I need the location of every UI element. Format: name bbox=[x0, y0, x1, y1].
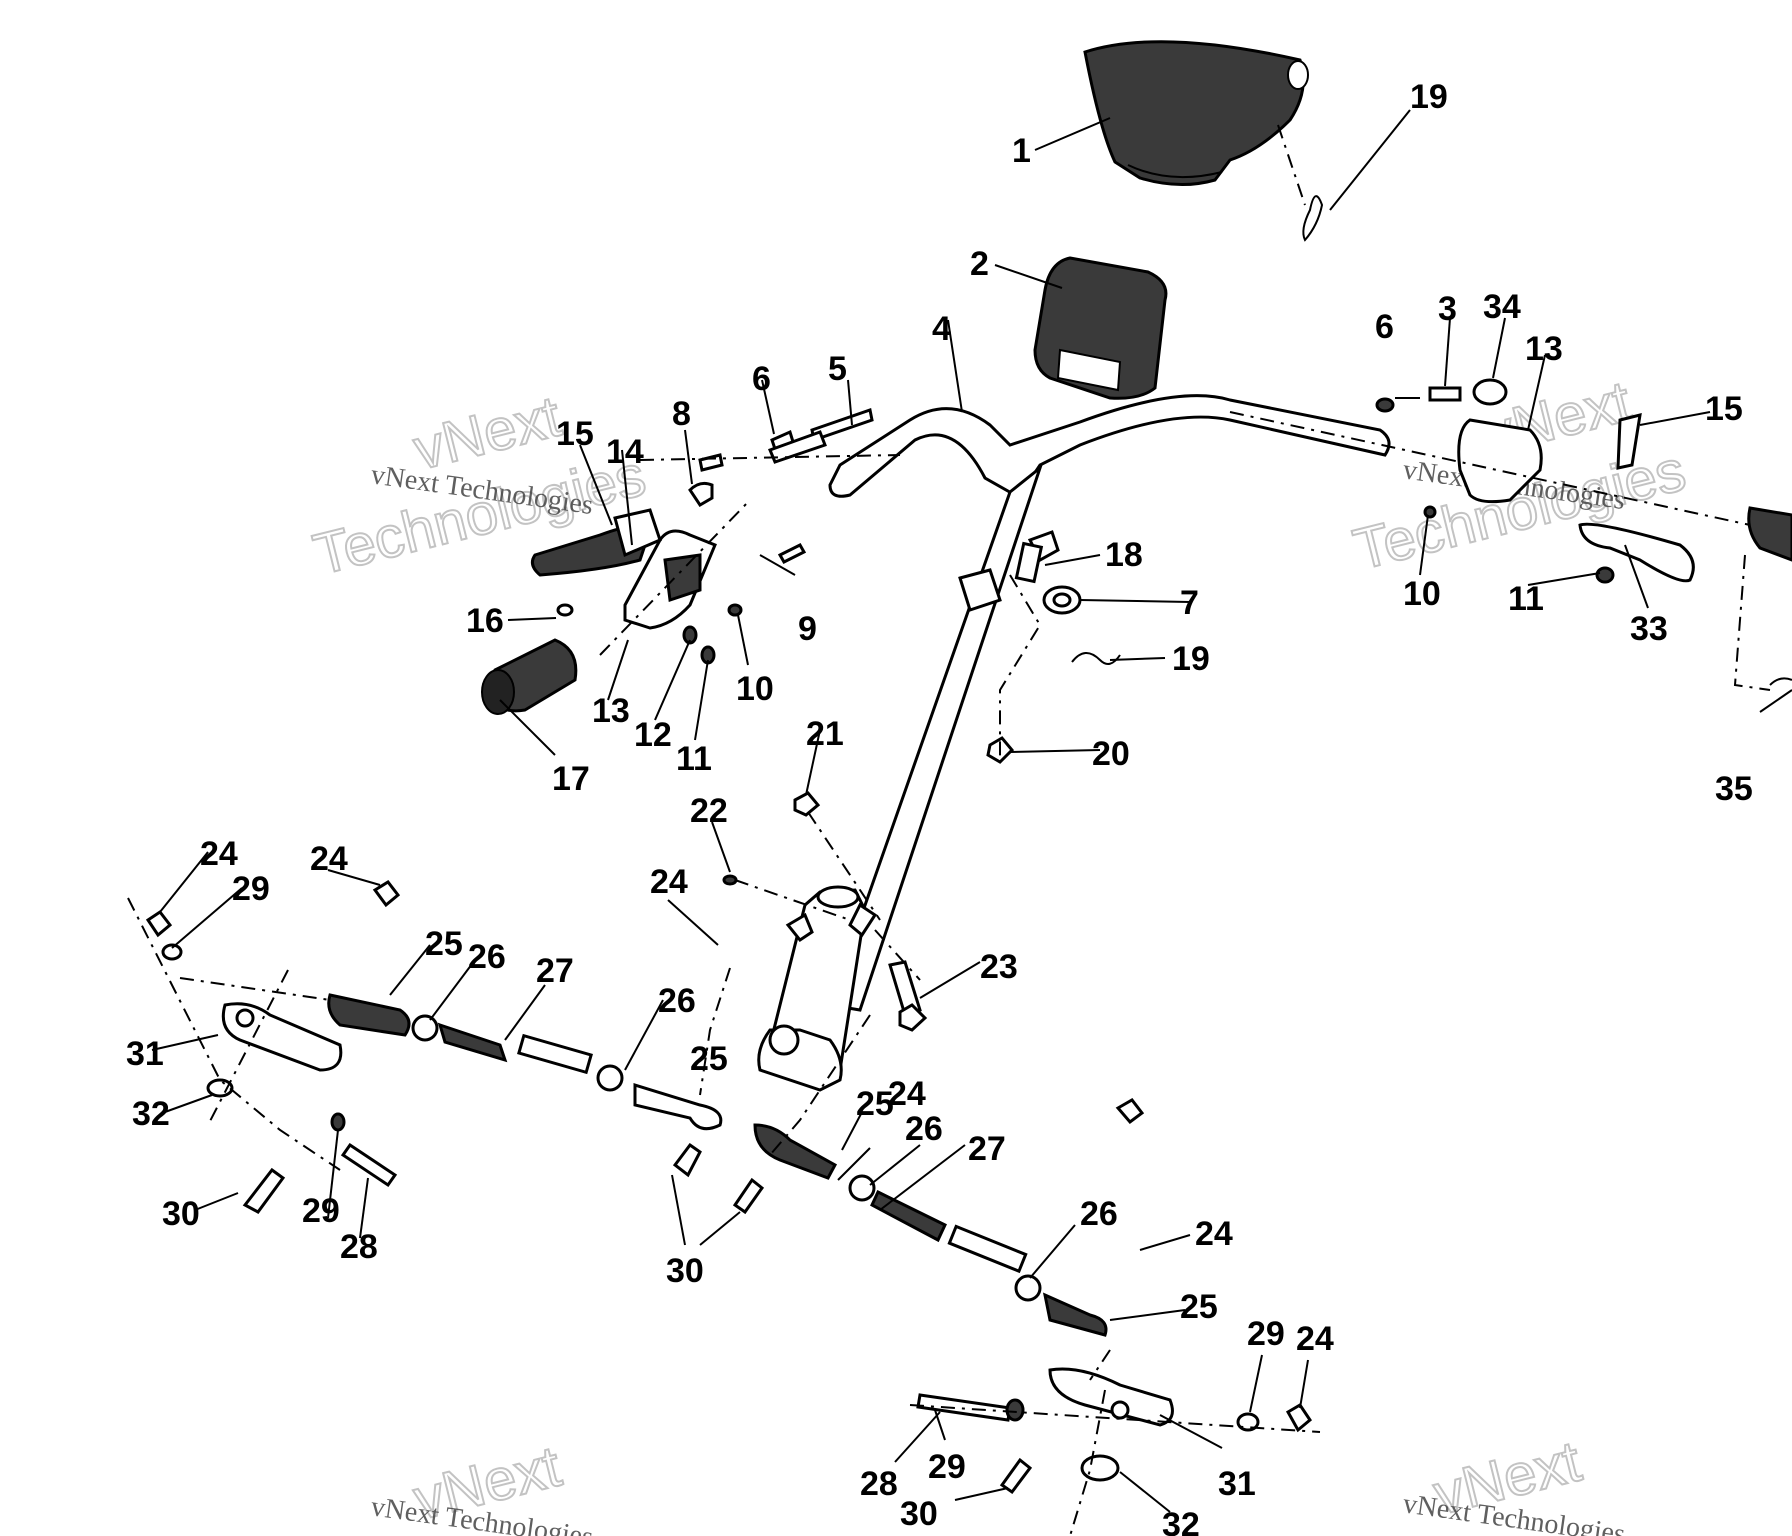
callout-number: 13 bbox=[592, 692, 630, 730]
callout-number: 3 bbox=[1438, 290, 1457, 328]
callout-number: 24 bbox=[1195, 1215, 1233, 1253]
callout-number: 27 bbox=[968, 1130, 1006, 1168]
part-left-housing bbox=[623, 529, 717, 630]
callout-number: 30 bbox=[900, 1495, 938, 1533]
callout-number: 25 bbox=[425, 925, 463, 963]
callout-number: 24 bbox=[200, 835, 238, 873]
callout-number: 30 bbox=[162, 1195, 200, 1233]
callout-number: 12 bbox=[634, 716, 672, 754]
callout-number: 26 bbox=[658, 982, 696, 1020]
callout-number: 35 bbox=[1715, 770, 1753, 808]
part-left-grip bbox=[481, 638, 578, 715]
callout-number: 2 bbox=[970, 245, 989, 283]
part-left-lever bbox=[530, 508, 662, 577]
callout-number: 23 bbox=[980, 948, 1018, 986]
callout-number: 11 bbox=[1508, 580, 1544, 618]
callout-number: 33 bbox=[1630, 610, 1668, 648]
callout-number: 5 bbox=[828, 350, 847, 388]
callout-number: 25 bbox=[856, 1085, 894, 1123]
callout-number: 16 bbox=[466, 602, 504, 640]
callout-number: 6 bbox=[752, 360, 771, 398]
part-left-linkage bbox=[145, 880, 765, 1215]
callout-number: 10 bbox=[736, 670, 774, 708]
callout-number: 29 bbox=[1247, 1315, 1285, 1353]
part-hood bbox=[1083, 40, 1309, 187]
callout-number: 31 bbox=[1218, 1465, 1256, 1503]
callout-number: 20 bbox=[1092, 735, 1130, 773]
part-right-controls bbox=[1375, 378, 1792, 686]
callout-number: 26 bbox=[1080, 1195, 1118, 1233]
callout-number: 17 bbox=[552, 760, 590, 798]
callout-number: 21 bbox=[806, 715, 844, 753]
callout-number: 10 bbox=[1403, 575, 1441, 613]
part-right-linkage bbox=[753, 1098, 1312, 1495]
callout-number: 22 bbox=[690, 792, 728, 830]
callout-number: 9 bbox=[798, 610, 817, 648]
part-handlebar bbox=[827, 394, 1391, 1012]
part-steering-column bbox=[757, 885, 878, 1092]
part-center-fasteners bbox=[722, 530, 1121, 1032]
callout-number: 4 bbox=[932, 310, 951, 348]
callout-number: 28 bbox=[340, 1228, 378, 1266]
callout-number: 32 bbox=[132, 1095, 170, 1133]
callout-number: 19 bbox=[1410, 78, 1448, 116]
callout-number: 34 bbox=[1483, 288, 1521, 326]
callout-number: 1 bbox=[1012, 132, 1031, 170]
callouts: 1 19 2 4 5 6 8 15 14 16 9 10 13 12 11 17… bbox=[126, 78, 1753, 1536]
callout-number: 29 bbox=[928, 1448, 966, 1486]
callout-number: 24 bbox=[650, 863, 688, 901]
callout-number: 24 bbox=[888, 1075, 926, 1113]
callout-number: 25 bbox=[690, 1040, 728, 1078]
callout-number: 14 bbox=[606, 433, 644, 471]
callout-number: 30 bbox=[666, 1252, 704, 1290]
callout-number: 19 bbox=[1172, 640, 1210, 678]
callout-number: 27 bbox=[536, 952, 574, 990]
callout-number: 25 bbox=[1180, 1288, 1218, 1326]
callout-number: 29 bbox=[232, 870, 270, 908]
callout-number: 29 bbox=[302, 1192, 340, 1230]
callout-number: 18 bbox=[1105, 536, 1143, 574]
part-block bbox=[1033, 256, 1168, 400]
leader-lines bbox=[127, 109, 1792, 1536]
callout-number: 24 bbox=[310, 840, 348, 878]
callout-number: 11 bbox=[676, 740, 712, 778]
callout-number: 6 bbox=[1375, 308, 1394, 346]
callout-number: 8 bbox=[672, 395, 691, 433]
callout-number: 15 bbox=[1705, 390, 1743, 428]
callout-number: 26 bbox=[468, 938, 506, 976]
part-hairpin-clip bbox=[1302, 195, 1324, 242]
callout-number: 15 bbox=[556, 415, 594, 453]
callout-number: 26 bbox=[905, 1110, 943, 1148]
callout-number: 28 bbox=[860, 1465, 898, 1503]
callout-number: 13 bbox=[1525, 330, 1563, 368]
callout-number: 31 bbox=[126, 1035, 164, 1073]
callout-number: 32 bbox=[1162, 1506, 1200, 1536]
callout-number: 7 bbox=[1180, 584, 1199, 622]
callout-number: 24 bbox=[1296, 1320, 1334, 1358]
